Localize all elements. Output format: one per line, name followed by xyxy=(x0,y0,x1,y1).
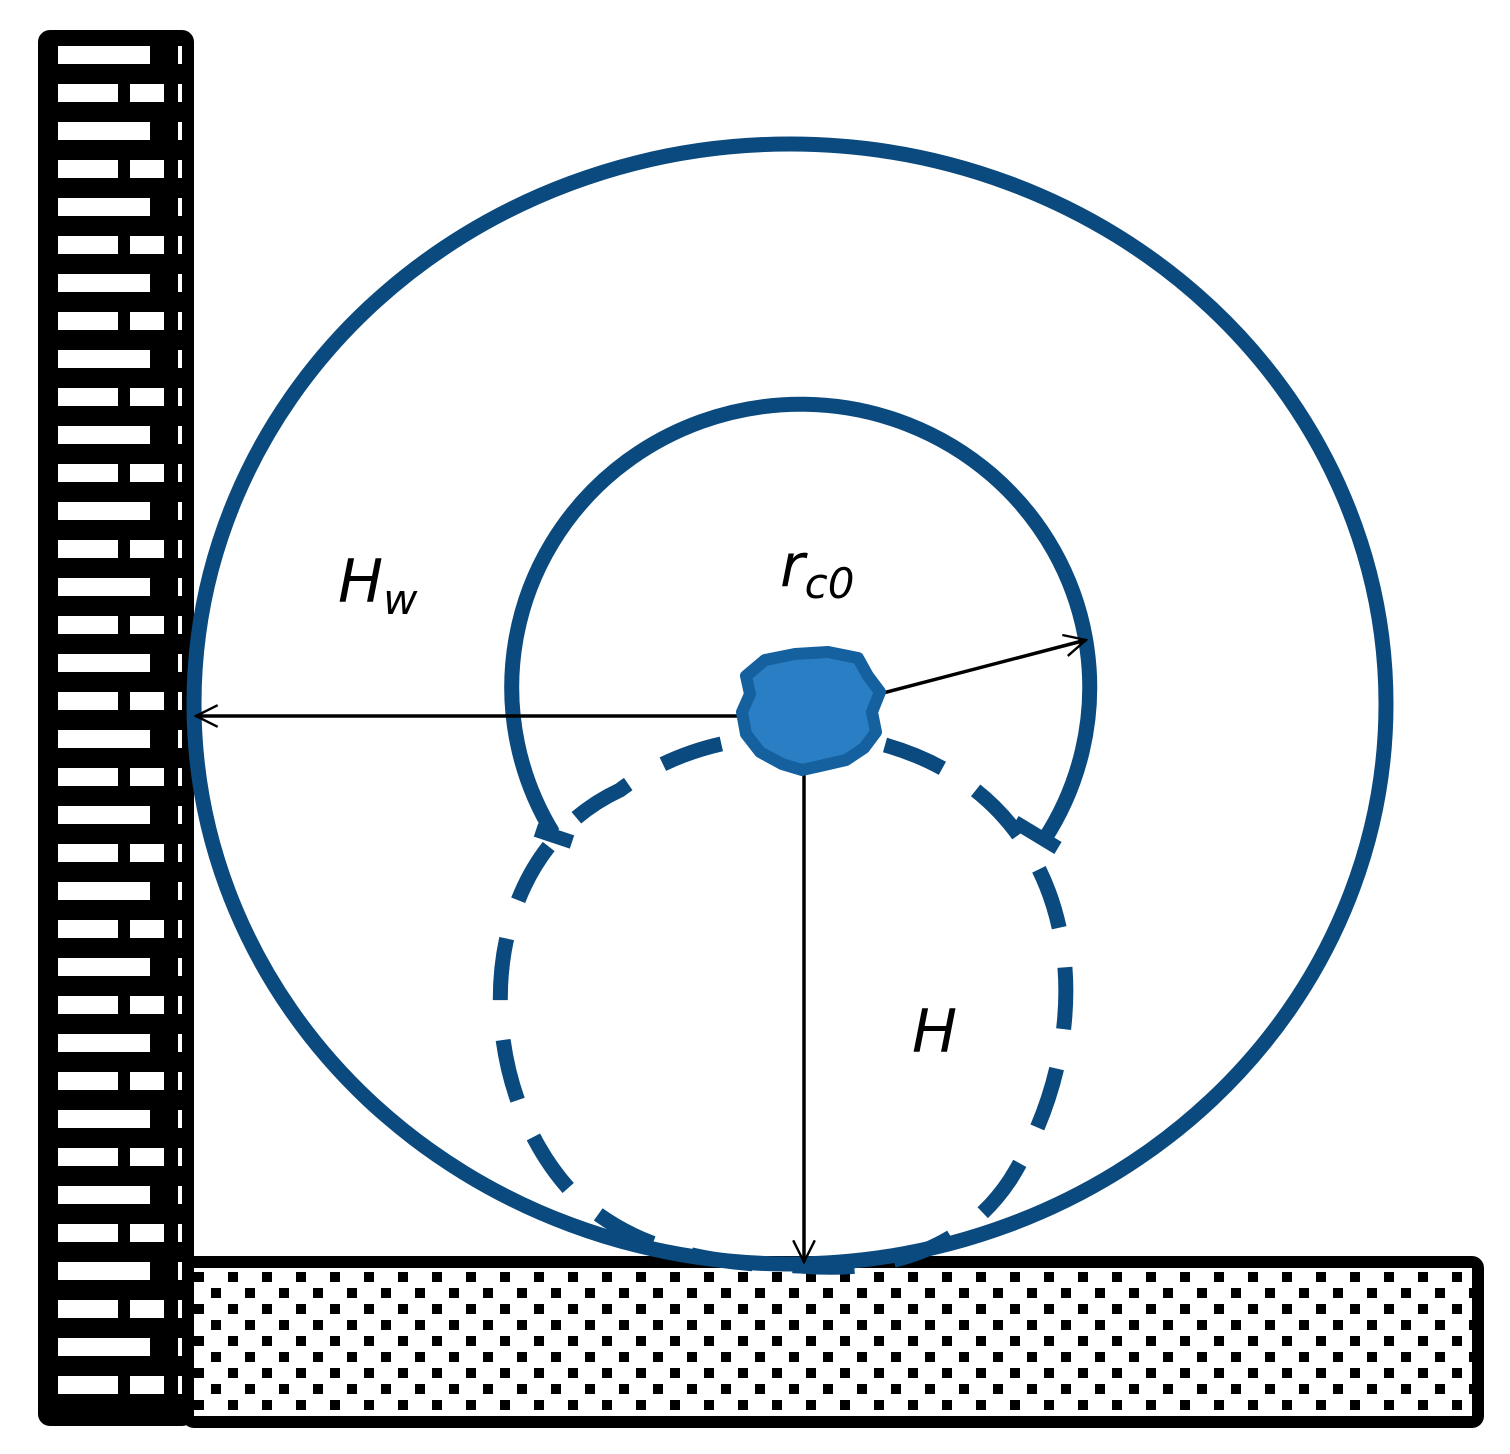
collapse-dashed-outline xyxy=(492,730,1074,1275)
wall-distance-label: Hw xyxy=(338,547,418,624)
charge-radius-label: rc0 xyxy=(780,531,855,608)
inner-arc-right-tick xyxy=(1011,816,1062,854)
inner-bubble-arc xyxy=(504,396,1098,845)
ground-distance-label: H xyxy=(912,997,957,1067)
inner-arc-left-tick xyxy=(533,823,575,849)
outer-bubble xyxy=(186,136,1394,1272)
charge-icon xyxy=(736,646,886,776)
ground xyxy=(182,1256,1484,1428)
wall xyxy=(38,30,194,1426)
